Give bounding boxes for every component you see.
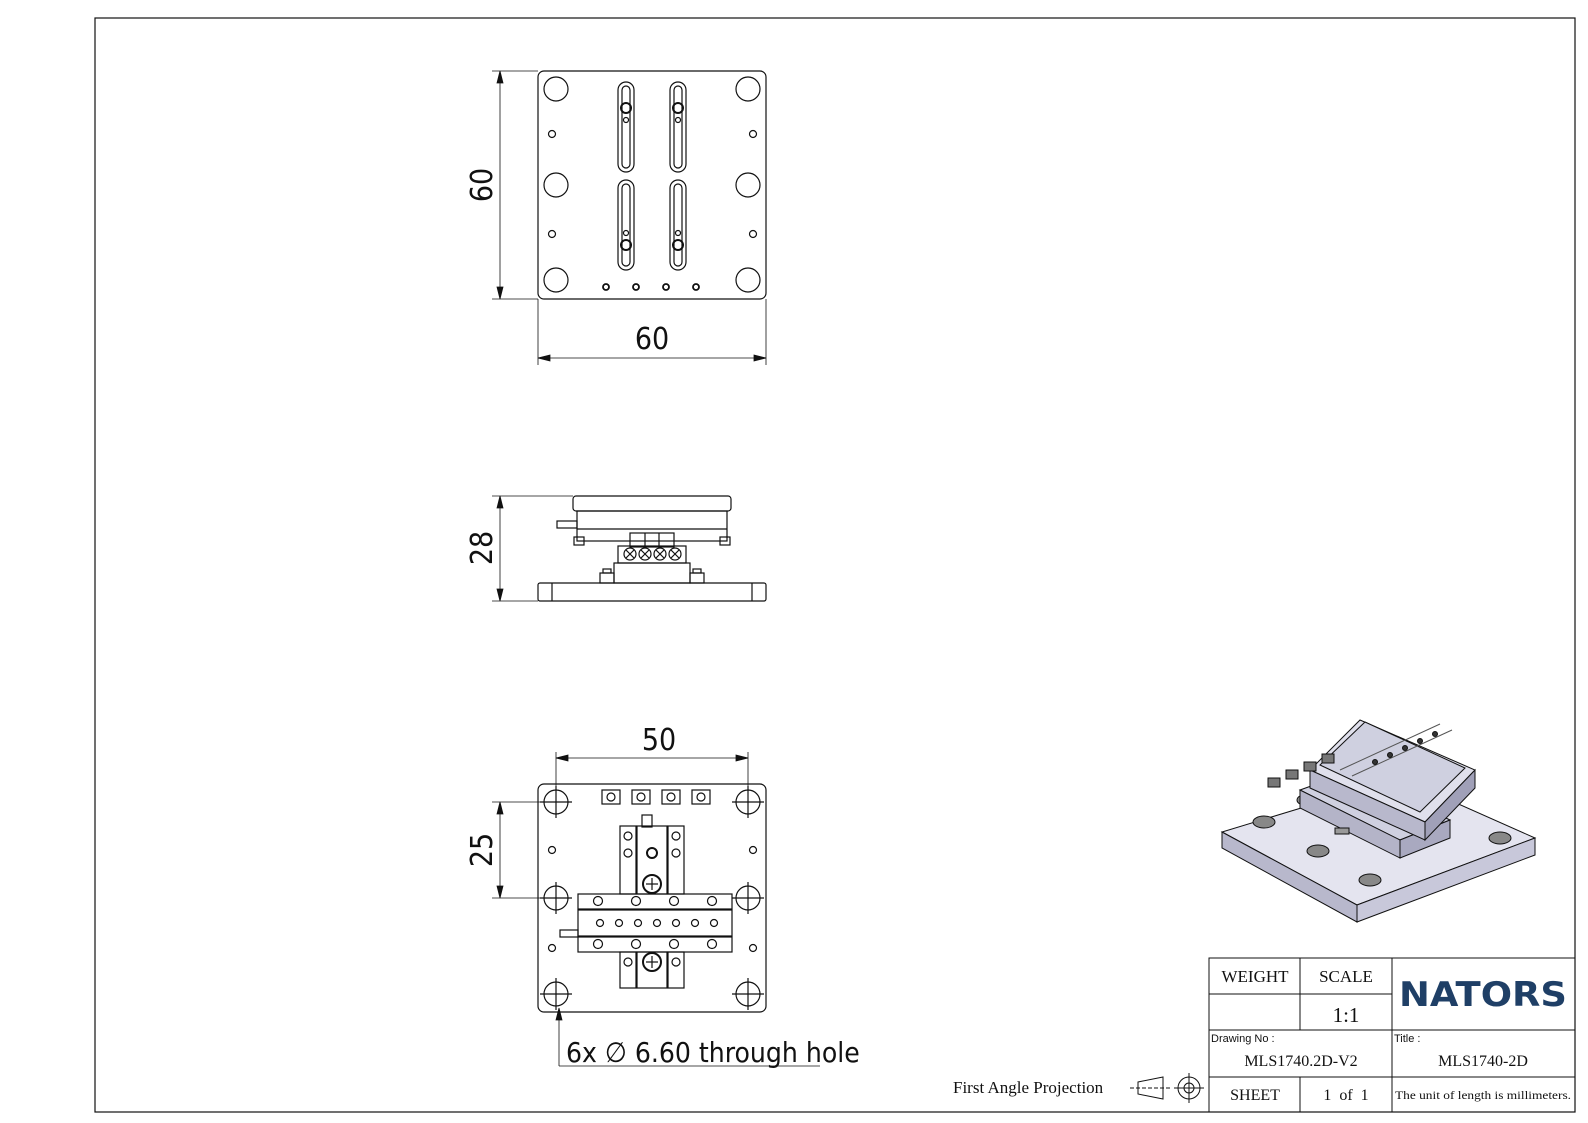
bottom-view-dimensions (492, 752, 820, 1067)
nators-logo: NATORS (1399, 975, 1567, 1015)
bottom-view (537, 783, 767, 1013)
title-block (1208, 957, 1576, 1113)
through-holes (540, 786, 764, 1010)
projection-label: First Angle Projection (953, 1078, 1104, 1097)
bottom-view-width-dim: 50 (642, 723, 676, 758)
top-view-height-dim: 60 (465, 168, 500, 202)
first-angle-projection-icon (1130, 1073, 1204, 1103)
bottom-view-height-dim: 25 (465, 833, 500, 867)
top-view (537, 70, 767, 300)
hole-note: 6x ∅ 6.60 through hole (566, 1036, 860, 1069)
weight-label: WEIGHT (1221, 967, 1289, 986)
drawing-no-value: MLS1740.2D-V2 (1244, 1053, 1357, 1070)
top-view-dimensions (492, 70, 767, 365)
sheet-label: SHEET (1230, 1087, 1280, 1104)
sheet-border (94, 17, 1576, 1113)
unit-note: The unit of length is millimeters. (1395, 1088, 1571, 1102)
title-label: Title : (1394, 1033, 1421, 1045)
side-view-height-dim: 28 (465, 531, 500, 565)
side-view-dimensions (492, 495, 573, 602)
isometric-view (1220, 719, 1537, 923)
scale-value: 1:1 (1333, 1003, 1360, 1027)
scale-label: SCALE (1319, 967, 1373, 986)
title-value: MLS1740-2D (1438, 1053, 1528, 1070)
sheet-value: 1 of 1 (1323, 1087, 1368, 1104)
side-view (537, 495, 767, 602)
drawing-no-label: Drawing No : (1211, 1033, 1275, 1045)
top-view-width-dim: 60 (635, 322, 669, 357)
